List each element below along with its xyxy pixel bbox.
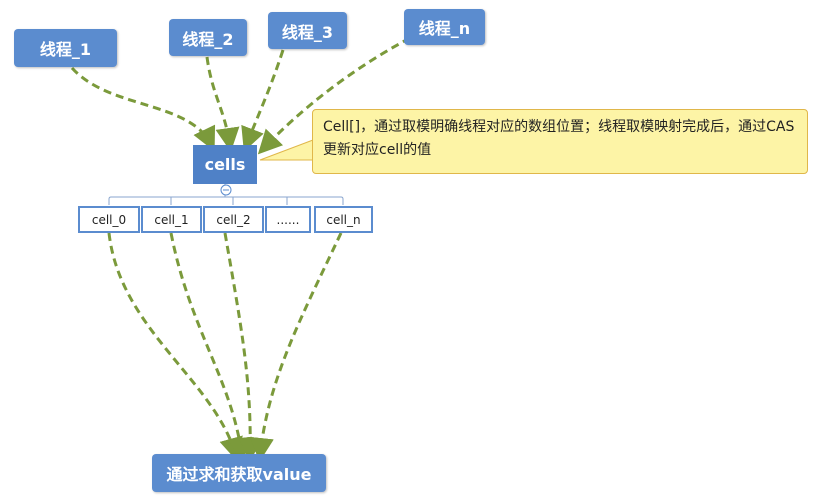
arrow-cell-2-to-result bbox=[223, 232, 263, 462]
cell-item-n[interactable]: cell_n bbox=[314, 206, 373, 233]
cells-node-label: cells bbox=[204, 155, 246, 174]
cell-item-ellipsis-label: ...... bbox=[276, 212, 300, 227]
thread-node-3-label: 线程_3 bbox=[281, 22, 334, 42]
arrow-cell-n-to-result bbox=[249, 232, 343, 462]
thread-node-2-label: 线程_2 bbox=[182, 29, 234, 49]
thread-node-2[interactable]: 线程_2 bbox=[169, 19, 247, 56]
thread-node-n[interactable]: 线程_n bbox=[404, 9, 485, 45]
thread-node-n-label: 线程_n bbox=[418, 19, 471, 38]
arrow-thread-1-to-cells bbox=[70, 66, 216, 152]
result-node-label: 通过求和获取value bbox=[166, 465, 312, 484]
arrow-thread-n-to-cells bbox=[257, 36, 411, 155]
arrow-thread-3-to-cells bbox=[241, 49, 285, 152]
cells-node[interactable]: cells bbox=[193, 145, 257, 184]
note-callout-pointer bbox=[259, 139, 314, 161]
note-text: Cell[]，通过取模明确线程对应的数组位置；线程取模映射完成后，通过CAS更新… bbox=[323, 119, 795, 158]
arrow-thread-2-to-cells bbox=[205, 56, 240, 152]
thread-node-3[interactable]: 线程_3 bbox=[268, 12, 347, 49]
cell-item-2[interactable]: cell_2 bbox=[203, 206, 264, 233]
thread-node-1-label: 线程_1 bbox=[39, 40, 92, 59]
result-node[interactable]: 通过求和获取value bbox=[152, 454, 326, 492]
cell-item-0-label: cell_0 bbox=[91, 212, 127, 227]
cell-item-ellipsis[interactable]: ...... bbox=[265, 206, 311, 233]
cell-item-1-label: cell_1 bbox=[154, 212, 189, 227]
arrow-cell-0-to-result bbox=[107, 232, 243, 462]
cell-item-1[interactable]: cell_1 bbox=[141, 206, 202, 233]
thread-node-1[interactable]: 线程_1 bbox=[14, 29, 117, 67]
cell-item-n-label: cell_n bbox=[326, 212, 361, 227]
note-callout: Cell[]，通过取模明确线程对应的数组位置；线程取模映射完成后，通过CAS更新… bbox=[312, 109, 808, 174]
cell-item-0[interactable]: cell_0 bbox=[78, 206, 140, 233]
cell-item-2-label: cell_2 bbox=[216, 212, 251, 227]
